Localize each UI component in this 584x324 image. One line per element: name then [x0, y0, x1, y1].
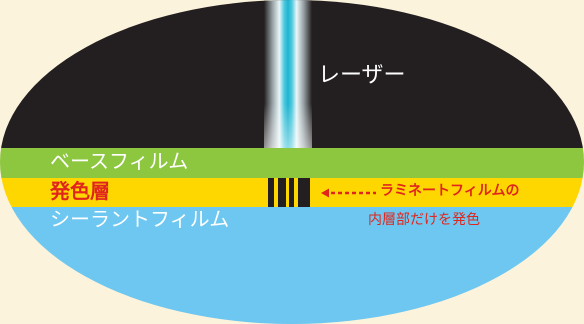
laser-label: レーザー [318, 63, 406, 88]
marking-bar [289, 178, 294, 207]
marking-bar [268, 178, 274, 207]
emission-layer-label: 発色層 [50, 179, 110, 203]
laser-beam-glow [264, 0, 312, 148]
arrow-left-dashed-icon [321, 188, 376, 198]
annotation-line-1: ラミネートフィルムの [380, 183, 520, 199]
sealant-film-label: シーラントフィルム [50, 207, 230, 231]
base-film-label: ベースフィルム [50, 149, 189, 173]
base-film-layer [0, 148, 584, 178]
marking-bar [278, 178, 286, 207]
marking-bars [268, 178, 310, 207]
marking-bar [298, 178, 310, 207]
annotation-line-2: 内層部だけを発色 [368, 212, 480, 228]
